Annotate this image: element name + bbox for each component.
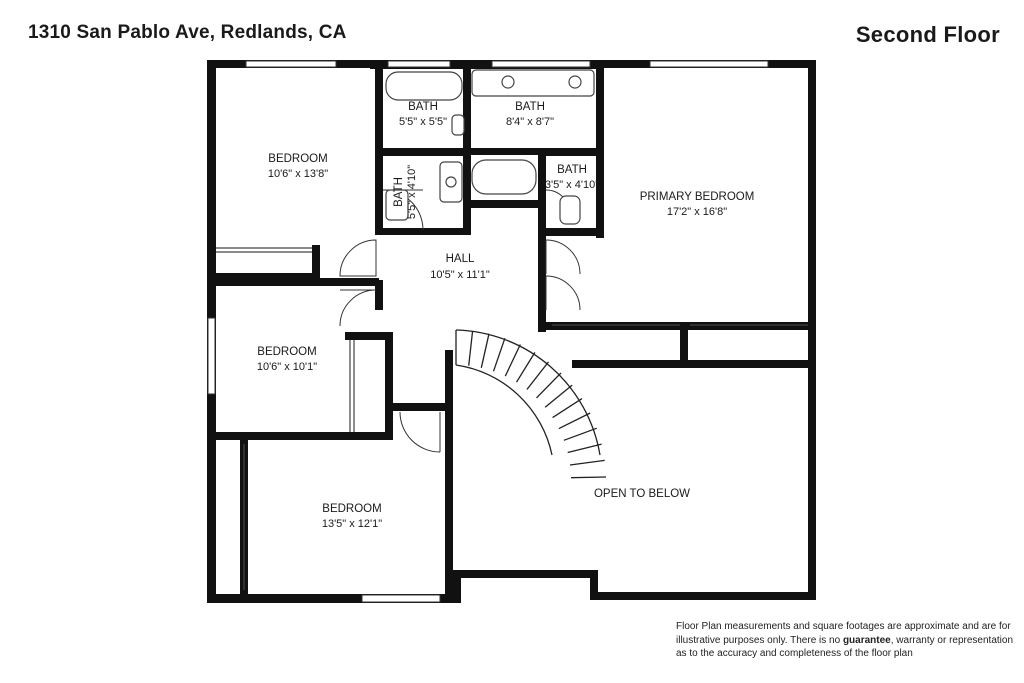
stair-tread [567, 443, 602, 454]
room-name-bath-vertical: BATH [393, 177, 405, 207]
room-name-hall: HALL [446, 253, 475, 265]
stair-tread [544, 384, 573, 408]
disclaimer-line-2: illustrative purposes only. There is no … [676, 634, 1013, 648]
bathroom-fixtures [385, 69, 595, 225]
room-name-bath-small: BATH [408, 101, 438, 113]
stair-tread [570, 476, 607, 479]
tub-icon [385, 71, 463, 101]
room-name-open-below: OPEN TO BELOW [594, 488, 690, 500]
room-dim-bath-main: 8'4" x 8'7" [506, 116, 554, 128]
room-dim-bath-vertical: 5'5" x 4'10" [406, 165, 418, 219]
room-dim-bedroom-nw: 10'6" x 13'8" [268, 168, 328, 180]
room-dim-primary-bedroom: 17'2" x 16'8" [667, 206, 727, 218]
toilet-icon [451, 114, 465, 136]
interior-walls [207, 60, 816, 598]
toilet-icon [559, 195, 581, 225]
stair-tread [515, 352, 536, 383]
room-name-bath-main: BATH [515, 101, 545, 113]
stair-tread [558, 412, 591, 430]
sink-icon [501, 75, 515, 89]
stair-tread [480, 333, 490, 368]
room-dim-bath-primary: 3'5" x 4'10" [545, 179, 599, 191]
room-name-bedroom-nw: BEDROOM [268, 153, 327, 165]
floor-title: Second Floor [855, 22, 1000, 47]
room-dim-bath-small: 5'5" x 5'5" [399, 116, 447, 128]
room-dim-hall: 10'5" x 11'1" [430, 269, 490, 281]
room-dim-bedroom-sw: 13'5" x 12'1" [322, 518, 382, 530]
stair-tread [552, 398, 583, 419]
closet-tracks [216, 247, 808, 590]
stair-tread [504, 344, 521, 377]
room-name-primary-bedroom: PRIMARY BEDROOM [640, 191, 755, 203]
room-name-bedroom-w: BEDROOM [257, 346, 316, 358]
disclaimer-line-1: Floor Plan measurements and square foota… [676, 621, 1011, 632]
sink-icon [568, 75, 582, 89]
stair-tread [563, 427, 598, 441]
stair-tread [526, 361, 550, 390]
exterior-walls [207, 60, 816, 603]
curved-staircase [455, 329, 607, 479]
disclaimer-line-3: as to the accuracy and completeness of t… [676, 648, 913, 659]
tub-icon [471, 159, 537, 195]
stair-tread [536, 372, 562, 399]
stair-tread [492, 337, 506, 372]
disclaimer-line-2c: , warranty or representation [890, 634, 1014, 646]
room-name-bath-primary: BATH [557, 164, 587, 176]
room-labels: BEDROOM 10'6" x 13'8" BATH 5'5" x 5'5" B… [257, 101, 754, 530]
disclaimer: Floor Plan measurements and square foota… [676, 620, 1013, 661]
disclaimer-guarantee: guarantee [842, 634, 891, 646]
windows [207, 60, 769, 603]
room-dim-bedroom-w: 10'6" x 10'1" [257, 361, 317, 373]
vanity-icon [471, 69, 595, 97]
room-name-bedroom-sw: BEDROOM [322, 503, 381, 515]
property-address: 1310 San Pablo Ave, Redlands, CA [28, 22, 347, 43]
stair-tread [468, 330, 474, 366]
stair-tread [569, 459, 605, 466]
disclaimer-line-2a: illustrative purposes only. There is no [676, 634, 843, 646]
